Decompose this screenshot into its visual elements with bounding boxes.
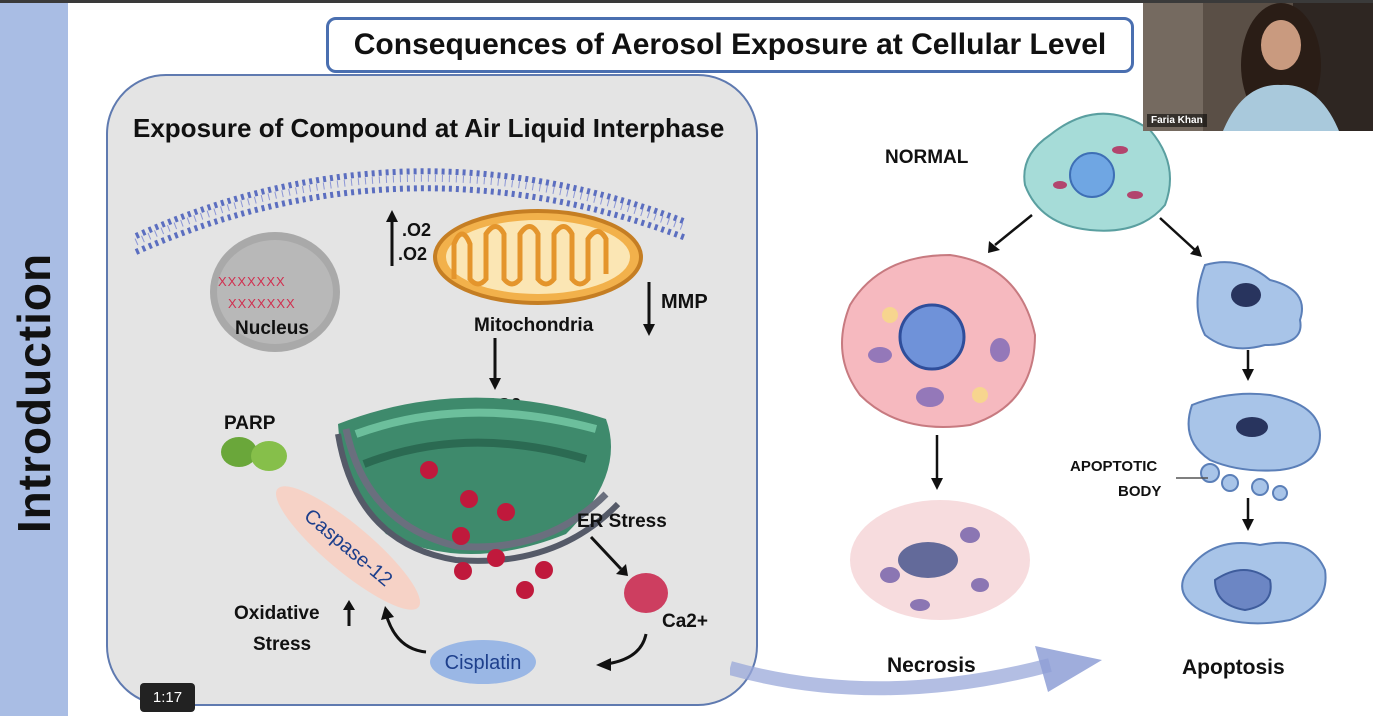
sidebar: Introduction xyxy=(0,3,68,716)
oxidative-stress-label-1: Oxidative xyxy=(234,603,320,624)
blebbing-cell xyxy=(1187,392,1322,501)
mechanism-panel: Exposure of Compound at Air Liquid Inter… xyxy=(106,74,758,706)
section-label: Introduction xyxy=(8,252,60,534)
nucleus-label: Nucleus xyxy=(235,318,309,339)
presenter-avatar xyxy=(1143,3,1373,131)
calcium-release xyxy=(624,573,668,613)
transition-arrow xyxy=(730,646,1102,696)
o2-label-bottom: .O2 xyxy=(398,244,427,264)
shrunken-cell xyxy=(1196,261,1303,350)
parp: PARP xyxy=(221,413,287,471)
necrosis-label: Necrosis xyxy=(887,654,976,677)
normal-cell xyxy=(1023,112,1171,232)
phagocyte-cell xyxy=(1181,541,1327,625)
normal-label: NORMAL xyxy=(885,147,969,168)
playback-timestamp: 1:17 xyxy=(140,683,195,712)
top-border xyxy=(0,0,1373,3)
apoptosis-label: Apoptosis xyxy=(1182,656,1285,679)
swollen-cell xyxy=(841,253,1037,428)
svg-text:XXXXXXX: XXXXXXX xyxy=(218,274,286,289)
er-stress-label: ER Stress xyxy=(577,511,667,532)
apoptotic-body-label-1: APOPTOTIC xyxy=(1070,458,1157,475)
mmp-indicator: MMP xyxy=(643,282,708,336)
necrotic-cell xyxy=(850,500,1030,620)
apoptotic-body-label-2: BODY xyxy=(1118,483,1161,500)
o2-label-top: .O2 xyxy=(402,220,431,240)
panel-heading: Exposure of Compound at Air Liquid Inter… xyxy=(133,113,724,143)
slide-title: Consequences of Aerosol Exposure at Cell… xyxy=(353,28,1107,61)
cisplatin-label: Cisplatin xyxy=(445,652,522,674)
cisplatin: Cisplatin xyxy=(430,640,536,684)
mitochondria: Mitochondria xyxy=(433,209,643,336)
mitochondria-label: Mitochondria xyxy=(474,315,594,336)
presenter-name: Faria Khan xyxy=(1147,114,1207,127)
cell-fate-diagram: NORMAL Necrosis APOP xyxy=(841,112,1327,679)
parp-label: PARP xyxy=(224,413,276,434)
er-stress-arrow xyxy=(589,535,623,571)
presenter-video[interactable]: Faria Khan xyxy=(1143,3,1373,131)
mechanism-diagram: Exposure of Compound at Air Liquid Inter… xyxy=(133,113,724,684)
calcium-label: Ca2+ xyxy=(662,611,708,632)
slide-title-box: Consequences of Aerosol Exposure at Cell… xyxy=(326,17,1134,73)
cell-membrane xyxy=(134,168,688,255)
nucleus: XXXXXXX XXXXXXX Nucleus xyxy=(210,232,340,352)
endoplasmic-reticulum xyxy=(335,397,621,564)
oxidative-stress-label-2: Stress xyxy=(253,634,311,655)
calcium-droplets xyxy=(420,461,553,599)
svg-text:XXXXXXX: XXXXXXX xyxy=(228,296,296,311)
mmp-label: MMP xyxy=(661,291,708,313)
superoxide-indicator: .O2 .O2 xyxy=(386,210,431,266)
